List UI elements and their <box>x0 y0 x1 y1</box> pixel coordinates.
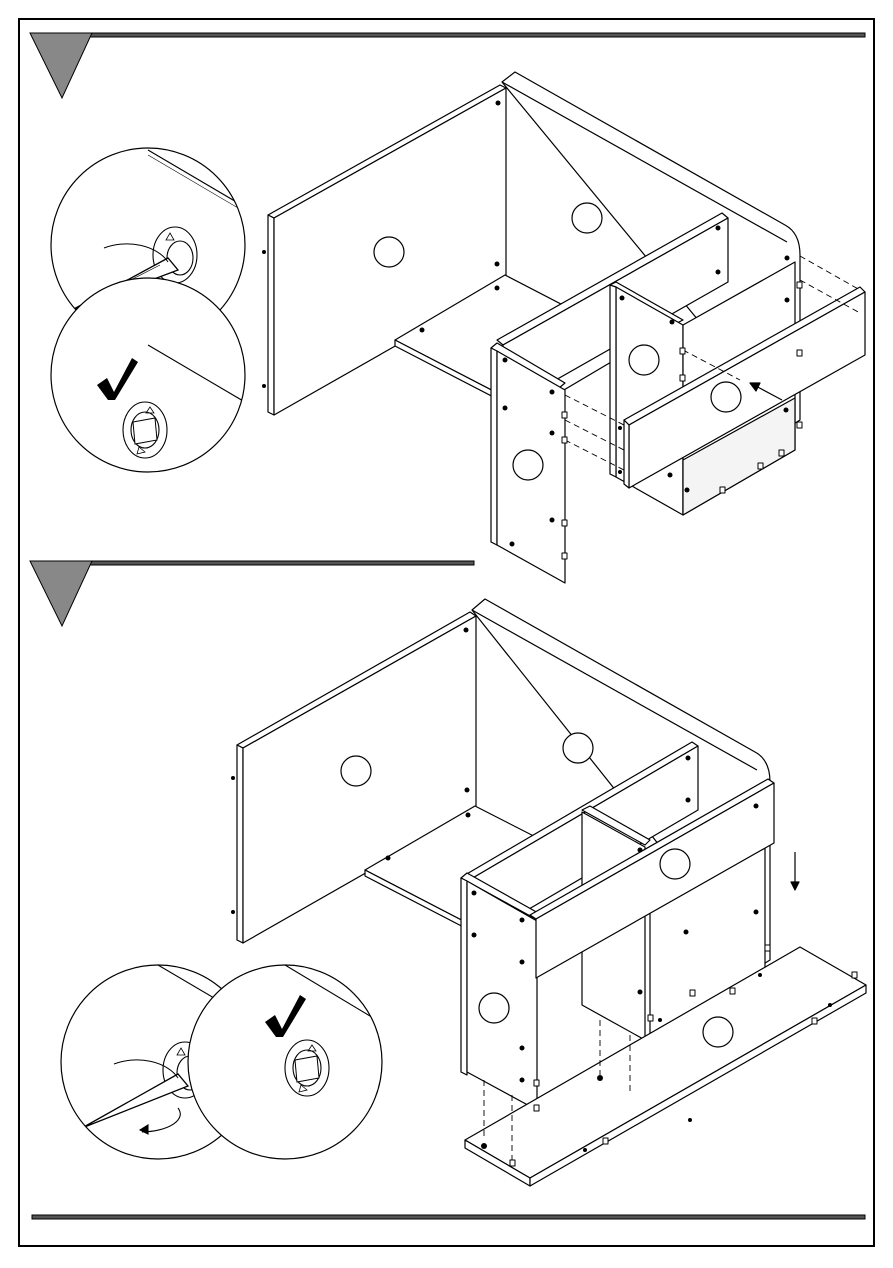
step-1-rule <box>32 33 865 37</box>
footer-rule <box>32 1215 865 1219</box>
step-1-figure <box>262 72 865 583</box>
back-panel-hole <box>572 203 602 233</box>
left-panel-hole <box>374 237 404 267</box>
front-panel-hole <box>711 382 741 412</box>
step-2-marker <box>30 561 92 626</box>
step-1-header <box>30 33 865 98</box>
left-panel-front-edge <box>268 215 274 415</box>
front-left-side-edge <box>491 348 497 545</box>
front-panel-end <box>624 420 629 488</box>
inner-divider-edge <box>610 285 616 477</box>
step-2-rule <box>32 561 474 565</box>
step-2-header <box>30 561 474 626</box>
cam-lock-detail-ok-2 <box>188 965 385 1159</box>
step-1-marker <box>30 33 92 98</box>
front-left-side-hole <box>513 450 543 480</box>
inner-divider-hole <box>629 345 659 375</box>
